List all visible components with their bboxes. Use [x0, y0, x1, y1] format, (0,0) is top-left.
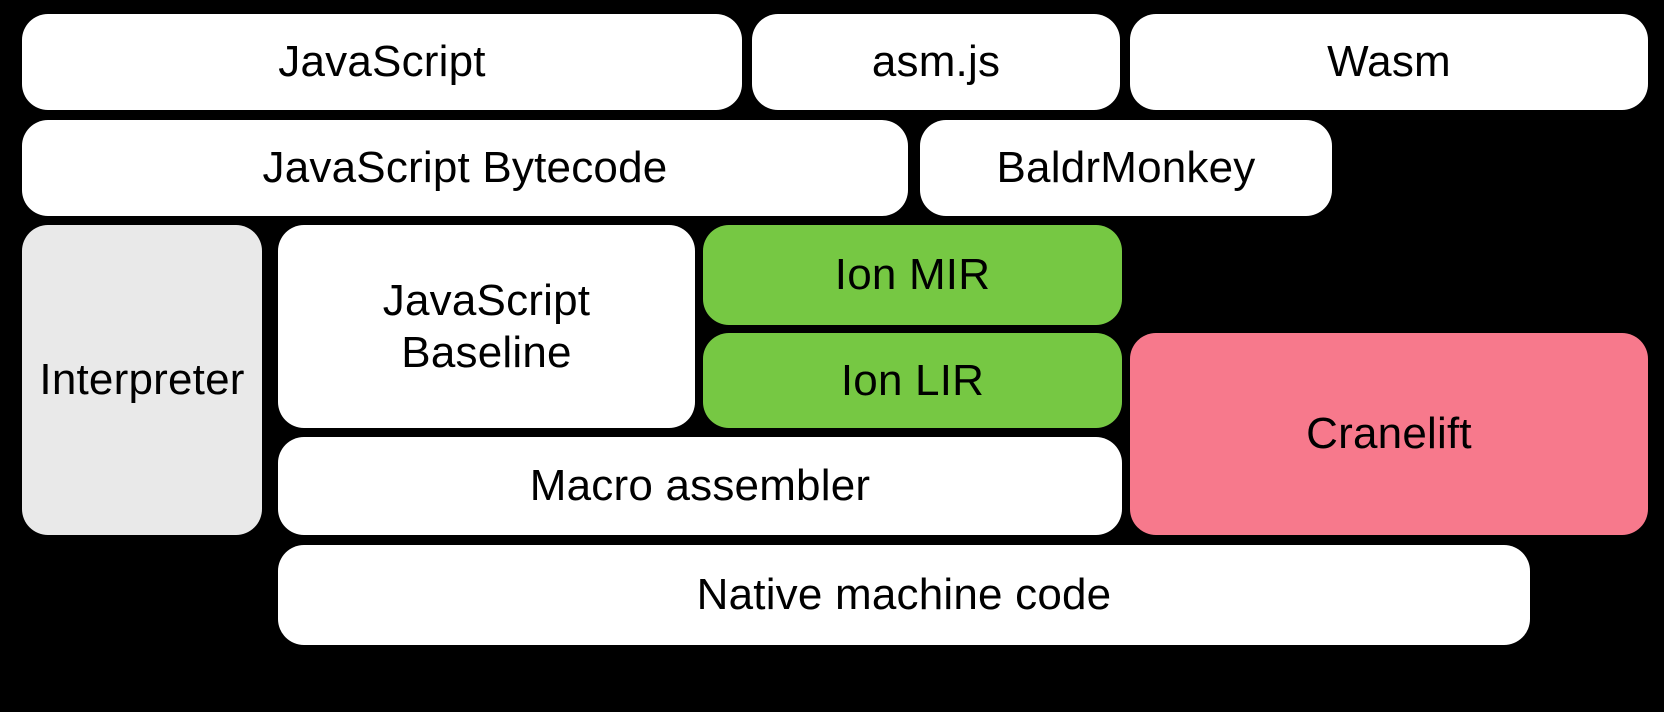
box-native-machine-code[interactable]: Native machine code: [278, 545, 1530, 645]
box-javascript-baseline[interactable]: JavaScript Baseline: [278, 225, 695, 428]
box-interpreter[interactable]: Interpreter: [22, 225, 262, 535]
box-javascript-bytecode[interactable]: JavaScript Bytecode: [22, 120, 908, 216]
box-macro-assembler[interactable]: Macro assembler: [278, 437, 1122, 535]
box-javascript[interactable]: JavaScript: [22, 14, 742, 110]
box-ion-lir[interactable]: Ion LIR: [703, 333, 1122, 428]
box-ion-mir[interactable]: Ion MIR: [703, 225, 1122, 325]
box-cranelift[interactable]: Cranelift: [1130, 333, 1648, 535]
box-baldrmonkey[interactable]: BaldrMonkey: [920, 120, 1332, 216]
box-wasm[interactable]: Wasm: [1130, 14, 1648, 110]
box-asm-js[interactable]: asm.js: [752, 14, 1120, 110]
